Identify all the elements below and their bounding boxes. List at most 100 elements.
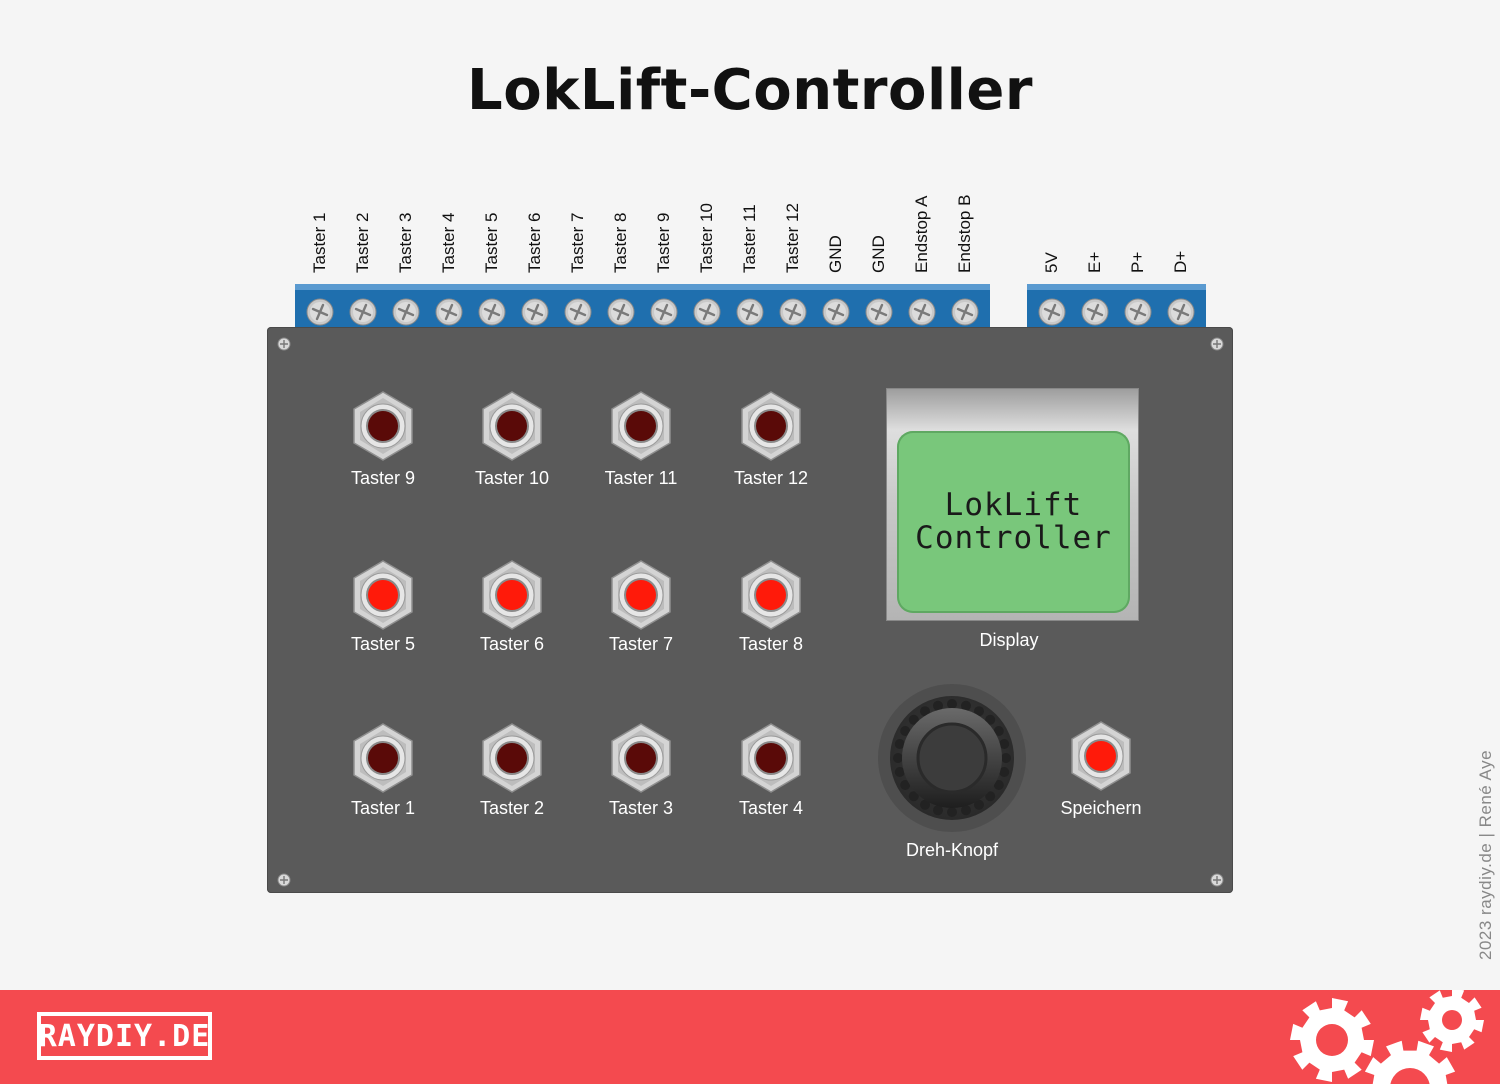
knob-ridge [894,767,905,777]
terminal-label: Taster 2 [353,212,372,273]
button-label: Taster 3 [608,798,674,818]
knob-ridge [974,799,984,810]
knob-ridge [999,739,1010,749]
button-label: Taster 2 [479,798,545,818]
save-button-label: Speichern [1060,798,1142,818]
push-button[interactable] [480,559,544,631]
terminal-screw-icon [822,298,850,326]
knob-ridge [933,805,943,816]
terminal-screw-icon [349,298,377,326]
knob-ridge [908,714,919,725]
terminal-screw-icon [908,298,936,326]
led-button-icon [611,560,671,630]
knob-ridge [961,700,971,711]
terminal-label: 5V [1042,252,1061,273]
terminal-label: D+ [1171,250,1190,273]
terminal-screw-icon [865,298,893,326]
terminal-screw-icon [306,298,334,326]
push-button[interactable] [609,559,673,631]
led-button-icon [353,560,413,630]
push-button[interactable] [480,390,544,462]
led-button-icon [482,560,542,630]
knob-ridge [961,805,971,816]
led-button-icon [482,723,542,793]
terminal-screw-icon [1124,298,1152,326]
led-button-icon [741,723,801,793]
terminal-screw-icon [650,298,678,326]
terminal-screw-icon [1038,298,1066,326]
knob-ridge [908,791,919,802]
terminal-label: Taster 9 [654,212,673,273]
push-button[interactable] [609,390,673,462]
knob-ridge [920,706,930,717]
knob-ridge [920,799,930,810]
terminal-screw-icon [736,298,764,326]
knob-ridge [985,791,996,802]
push-button[interactable] [739,390,803,462]
terminal-label: Taster 10 [697,203,716,273]
button-label: Taster 11 [604,468,678,488]
push-button[interactable] [351,722,415,794]
gear-shape [1420,990,1484,1052]
led-button-icon [611,723,671,793]
knob-ridge [900,780,911,790]
page-title: LokLift-Controller [467,58,1033,123]
terminal-label: Taster 8 [611,212,630,273]
knob-ridge [974,706,984,717]
terminal-label: E+ [1085,251,1104,273]
lcd-line-2: Controller [915,520,1112,556]
button-label: Taster 6 [479,634,545,654]
terminal-screw-icon [693,298,721,326]
terminal-label: Taster 1 [310,212,329,273]
terminal-label: GND [826,235,845,273]
knob-ridge [894,739,905,749]
knob-label: Dreh-Knopf [905,840,999,860]
knob-ridge [999,767,1010,777]
terminal-screw-icon [1081,298,1109,326]
knob-ridge [993,726,1004,736]
push-button[interactable] [351,390,415,462]
terminal-screw-icon [779,298,807,326]
terminal-screw-icon [392,298,420,326]
knob-ridge [993,780,1004,790]
terminal-block-left [295,284,990,328]
rotary-knob-icon[interactable] [878,684,1026,832]
push-button[interactable] [739,559,803,631]
led-button-icon [1071,721,1131,791]
push-button[interactable] [351,559,415,631]
save-button[interactable] [1069,720,1133,792]
corner-screw-icon [277,337,291,351]
led-button-icon [353,723,413,793]
led-button-icon [741,560,801,630]
lcd-line-1: LokLift [944,487,1083,523]
knob-ridge [985,714,996,725]
terminal-label: Taster 5 [482,212,501,273]
display-label: Display [979,630,1039,650]
push-button[interactable] [609,722,673,794]
button-label: Taster 10 [474,468,550,488]
lcd-display: LokLift Controller [886,388,1139,621]
raydiy-logo[interactable]: RAYDIY.DE [37,1012,212,1060]
terminal-screw-icon [478,298,506,326]
terminal-screw-icon [951,298,979,326]
knob-ridge [1001,753,1011,763]
button-label: Taster 8 [738,634,804,654]
knob-ridge [893,753,903,763]
push-button[interactable] [739,722,803,794]
terminal-label: Taster 6 [525,212,544,273]
knob-ridge [933,700,943,711]
terminal-label: Taster 7 [568,212,587,273]
footer-bar: RAYDIY.DE [0,990,1500,1084]
knob-ridge [947,807,957,817]
terminal-label: Taster 11 [740,204,759,273]
corner-screw-icon [1210,337,1224,351]
push-button[interactable] [480,722,544,794]
terminal-label: Endstop B [955,194,974,273]
button-label: Taster 12 [733,468,809,488]
terminal-screw-icon [564,298,592,326]
terminal-screw-icon [607,298,635,326]
terminal-screw-icon [435,298,463,326]
led-button-icon [611,391,671,461]
button-label: Taster 5 [350,634,416,654]
knob-ridge [900,726,911,736]
